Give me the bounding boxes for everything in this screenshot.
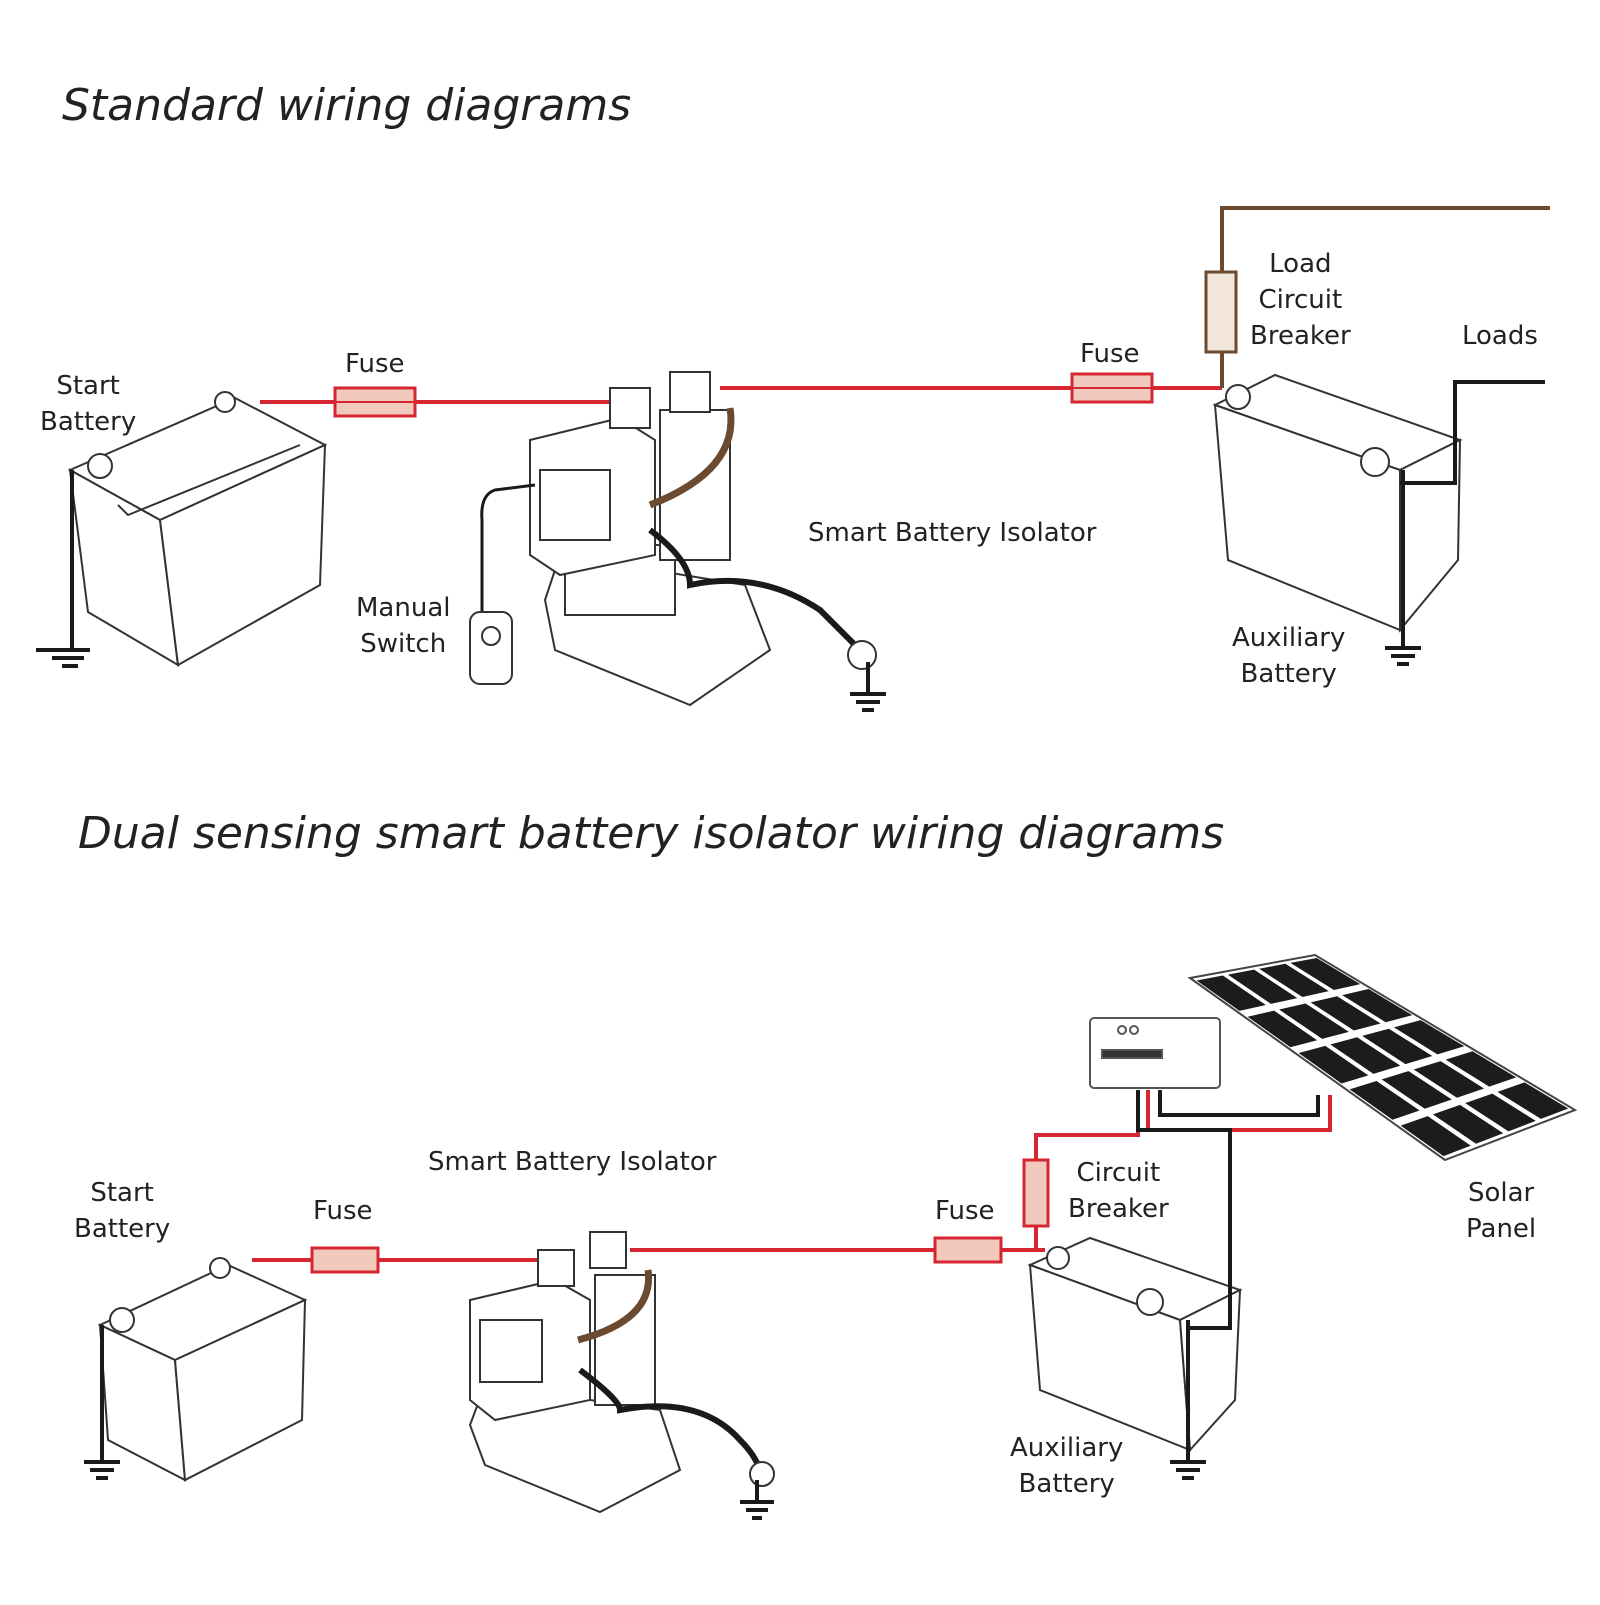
solar-cell [1290,957,1361,990]
solar-cell [1227,969,1298,1004]
label-isolator-bottom: Smart Battery Isolator [428,1147,717,1177]
solar-cell [1497,1082,1569,1119]
negative-wire-bottom [1136,1090,1320,1480]
solar-cell [1349,1080,1420,1120]
solar-cell [1362,1028,1433,1065]
dual-title: Dual sensing smart battery isolator wiri… [78,808,1225,859]
auxiliary-battery-bottom [1027,1236,1243,1453]
solar-cell [1342,989,1413,1023]
start-battery-bottom [97,1257,308,1482]
charge-controller [1089,1017,1221,1089]
fuse-bottom-right [933,1236,1003,1264]
standard-title: Standard wiring diagrams [62,80,632,131]
negative-wire-top [1385,380,1545,666]
solar-cell [1381,1071,1452,1109]
solar-cell [1465,1093,1536,1132]
solar-panel [1187,953,1578,1162]
label-fuse-bottom-right: Fuse [935,1196,995,1226]
ground-symbol [36,470,90,668]
solar-cell [1330,1037,1401,1074]
solar-cell [1279,1003,1349,1039]
auxiliary-battery-top [1212,373,1463,633]
fuse-top-right [1070,372,1154,404]
solar-cell [1400,1116,1471,1157]
ground-symbol [84,1325,120,1480]
positive-wire-top [260,386,1222,404]
smart-battery-isolator-bottom [468,1231,775,1514]
circuit-breaker-bottom [1022,1158,1050,1228]
solar-cell [1247,1010,1318,1048]
ground-symbol [850,662,886,712]
solar-cell [1413,1061,1485,1098]
fuse-top-left [333,386,417,418]
solar-cell [1298,1045,1369,1084]
label-isolator-top: Smart Battery Isolator [808,518,1097,548]
label-fuse-bottom-left: Fuse [313,1196,373,1226]
solar-cell [1310,996,1381,1031]
solar-cell [1393,1020,1465,1055]
solar-cell [1259,963,1329,997]
label-loads: Loads [1462,321,1538,351]
smart-battery-isolator-top [469,371,877,707]
solar-cell [1432,1104,1504,1144]
solar-cell [1445,1051,1517,1087]
solar-cell [1196,975,1266,1011]
label-fuse-top-right: Fuse [1080,339,1140,369]
label-fuse-top-left: Fuse [345,349,405,379]
start-battery-top [67,391,328,667]
fuse-bottom-left [310,1246,380,1274]
ground-symbol [740,1480,774,1520]
load-wire [1204,206,1550,388]
